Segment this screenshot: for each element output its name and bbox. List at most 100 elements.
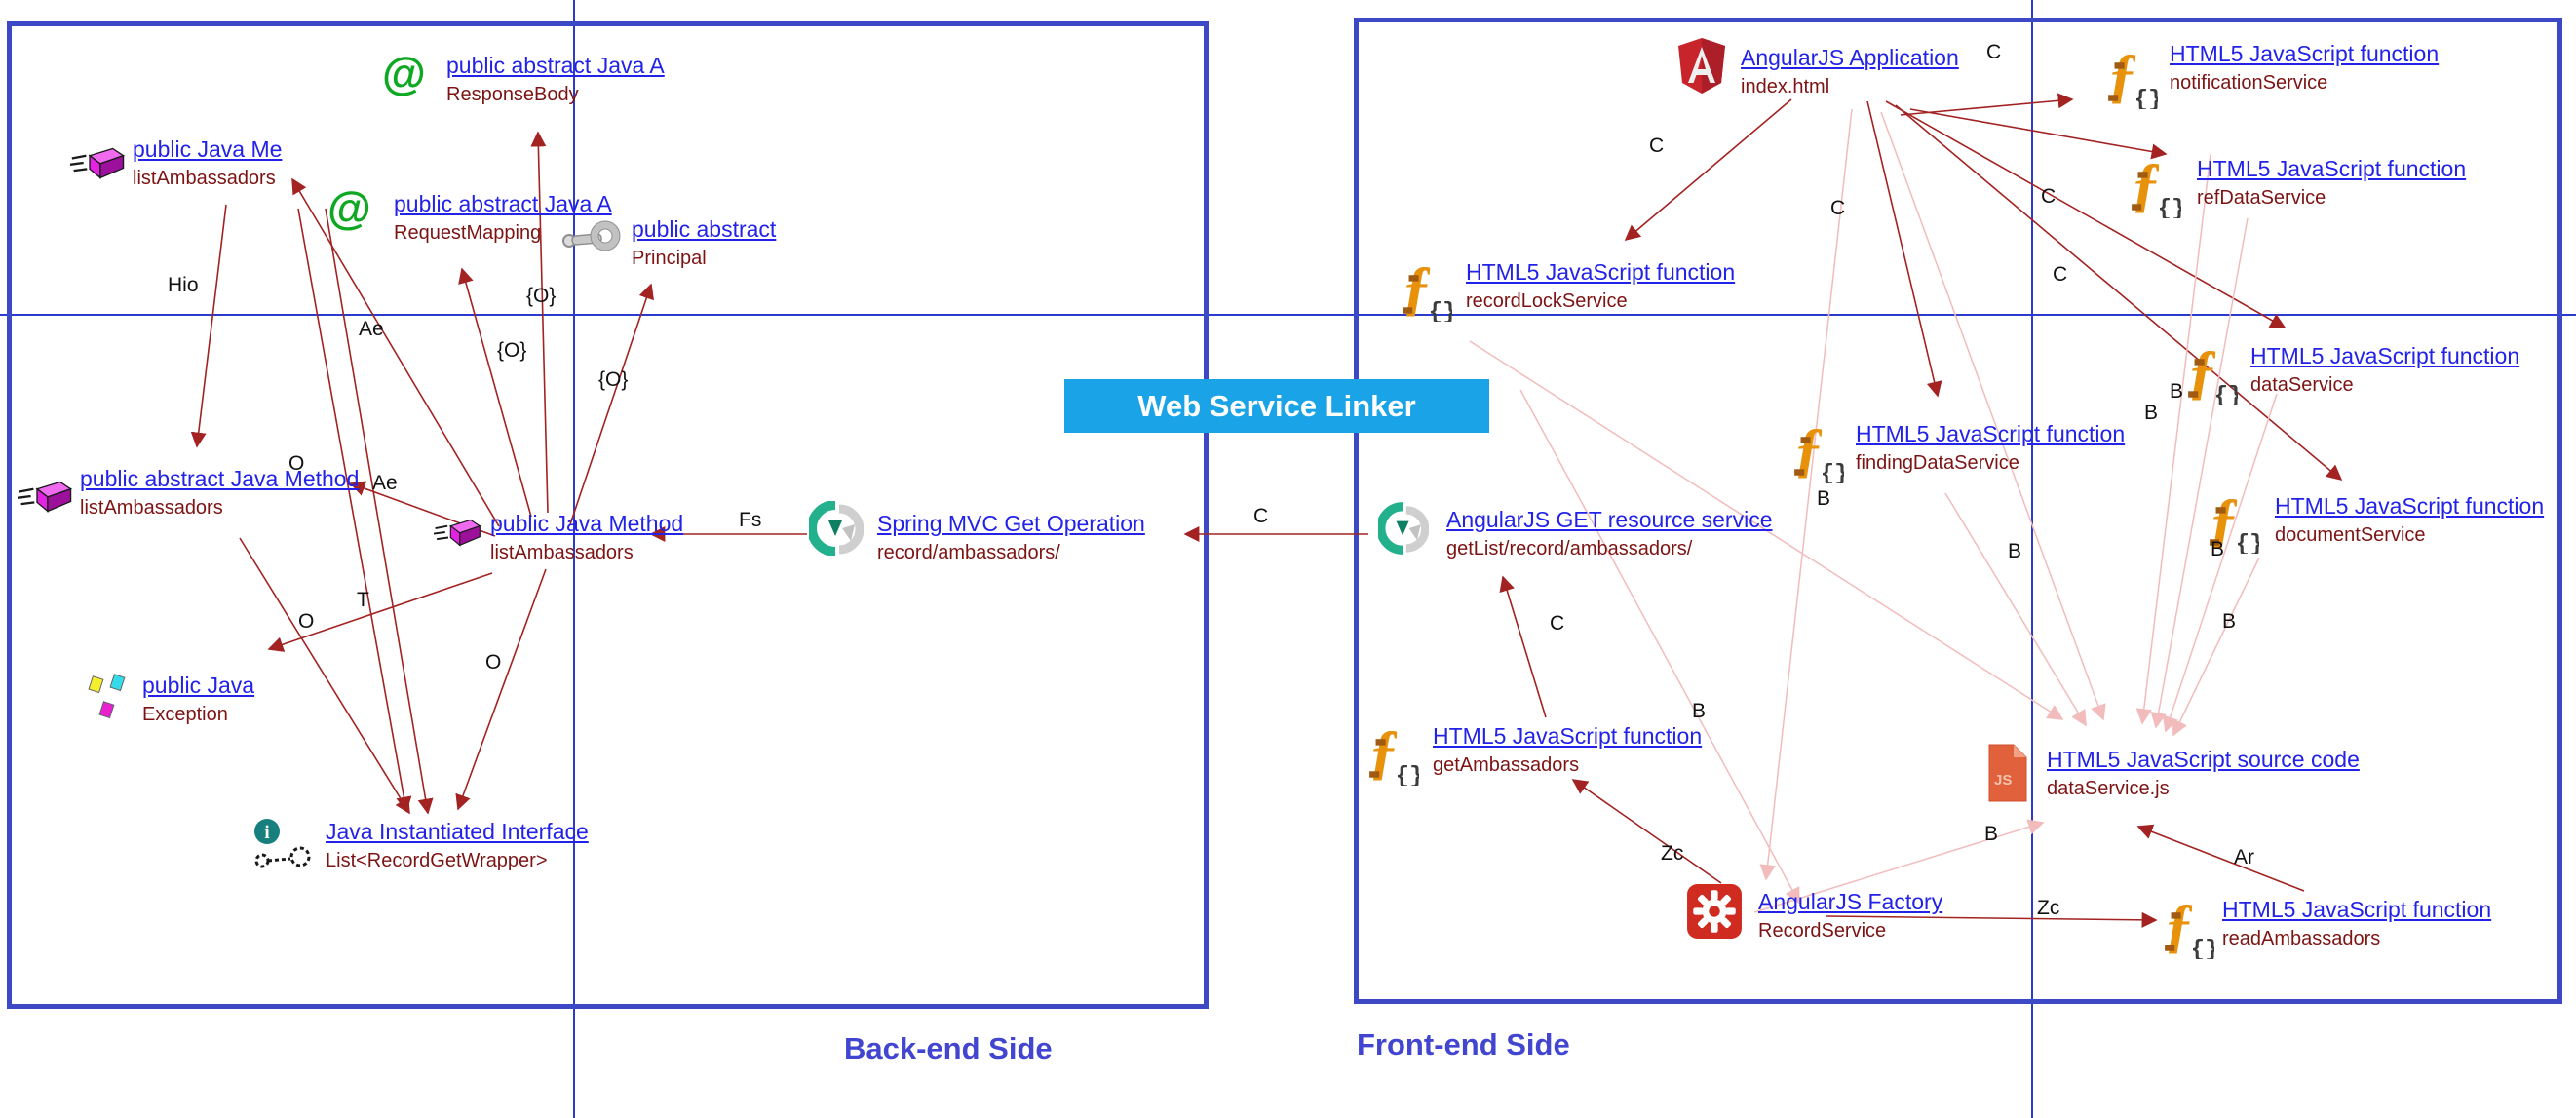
- js-function-icon: [2185, 339, 2238, 405]
- node-notification-service[interactable]: HTML5 JavaScript function notificationSe…: [2170, 41, 2439, 95]
- get-operation-icon: [1378, 501, 1429, 556]
- annotation-icon: @: [382, 48, 426, 98]
- key-icon: [559, 218, 622, 257]
- edge-label: Zc: [1661, 842, 1684, 865]
- node-title-link[interactable]: HTML5 JavaScript source code: [2047, 747, 2360, 772]
- get-operation-icon: [809, 501, 864, 556]
- node-subtitle: Exception: [142, 704, 228, 725]
- js-function-icon: [2129, 152, 2181, 218]
- interface-key-icon: [248, 817, 322, 871]
- node-title-link[interactable]: HTML5 JavaScript function: [1466, 259, 1736, 285]
- node-angularjs-get-resource-service[interactable]: AngularJS GET resource service getList/r…: [1446, 507, 1773, 560]
- node-title-link[interactable]: Java Instantiated Interface: [326, 819, 589, 844]
- java-method-icon: [70, 140, 129, 185]
- node-subtitle: index.html: [1741, 76, 1830, 97]
- edge-label: O: [485, 651, 502, 674]
- node-title-link[interactable]: public abstract Java Method: [80, 466, 360, 491]
- horizontal-guide-line: [0, 314, 2576, 316]
- angular-factory-icon: [1686, 883, 1743, 940]
- edge-label: B: [1817, 487, 1831, 510]
- node-title-link[interactable]: HTML5 JavaScript function: [1433, 723, 1703, 749]
- node-title-link[interactable]: public abstract: [632, 216, 777, 242]
- edge-label: B: [2170, 380, 2184, 403]
- node-title-link[interactable]: public abstract Java A: [394, 191, 612, 216]
- back-end-caption: Back-end Side: [844, 1031, 1053, 1065]
- node-title-link[interactable]: HTML5 JavaScript function: [2197, 156, 2467, 181]
- angular-shield-icon: [1676, 37, 1727, 96]
- front-end-caption: Front-end Side: [1357, 1027, 1570, 1061]
- back-end-panel: [7, 21, 1209, 1009]
- node-data-service[interactable]: HTML5 JavaScript function dataService: [2250, 343, 2519, 397]
- java-method-icon: [18, 474, 76, 519]
- node-subtitle: refDataService: [2197, 187, 2326, 209]
- node-angularjs-factory[interactable]: AngularJS Factory RecordService: [1758, 889, 1942, 943]
- node-title-link[interactable]: AngularJS Factory: [1758, 889, 1943, 914]
- node-title-link[interactable]: Spring MVC Get Operation: [877, 511, 1145, 536]
- node-angularjs-application[interactable]: AngularJS Application index.html: [1741, 45, 1959, 98]
- edge-label: B: [2008, 540, 2022, 562]
- node-title-link[interactable]: public Java Me: [133, 136, 283, 162]
- node-public-java-method-center[interactable]: public Java Method listAmbassadors: [490, 511, 683, 564]
- node-subtitle: notificationService: [2170, 72, 2328, 94]
- node-document-service[interactable]: HTML5 JavaScript function documentServic…: [2275, 493, 2544, 547]
- node-findingdata-service[interactable]: HTML5 JavaScript function findingDataSer…: [1856, 421, 2125, 475]
- edge-label: B: [2144, 402, 2159, 424]
- front-end-panel: [1354, 18, 2562, 1004]
- node-refdata-service[interactable]: HTML5 JavaScript function refDataService: [2197, 156, 2466, 210]
- node-recordlock-service[interactable]: HTML5 JavaScript function recordLockServ…: [1466, 259, 1735, 313]
- node-readambassadors-function[interactable]: HTML5 JavaScript function readAmbassador…: [2222, 897, 2491, 950]
- node-subtitle: documentService: [2275, 524, 2426, 546]
- edge-label: Hio: [168, 274, 199, 296]
- node-title-link[interactable]: HTML5 JavaScript function: [1856, 421, 2126, 446]
- node-subtitle: findingDataService: [1856, 452, 2019, 474]
- node-title-link[interactable]: public abstract Java A: [446, 53, 665, 78]
- node-getambassadors-function[interactable]: HTML5 JavaScript function getAmbassadors: [1433, 723, 1702, 777]
- node-title-link[interactable]: HTML5 JavaScript function: [2222, 897, 2492, 922]
- edge-label: {O}: [497, 339, 527, 362]
- java-method-icon: [434, 513, 484, 552]
- node-subtitle: readAmbassadors: [2222, 928, 2381, 949]
- node-title-link[interactable]: AngularJS Application: [1741, 45, 1959, 70]
- vertical-guide-line-left: [573, 0, 575, 1118]
- edge-label: C: [1253, 505, 1269, 527]
- node-dataservice-js-source[interactable]: HTML5 JavaScript source code dataService…: [2047, 747, 2360, 800]
- node-principal[interactable]: public abstract Principal: [632, 216, 776, 270]
- node-subtitle: dataService.js: [2047, 778, 2170, 799]
- edge-label: T: [357, 589, 369, 611]
- edge-label: C: [1986, 41, 2002, 63]
- edge-label: C: [2053, 263, 2068, 286]
- edge-label: B: [1984, 823, 1999, 845]
- node-title-link[interactable]: public Java: [142, 673, 255, 698]
- edge-label: Ae: [359, 318, 384, 340]
- js-source-icon: [1986, 743, 2029, 803]
- edge-label: O: [298, 610, 315, 633]
- node-responsebody-annotation[interactable]: @ public abstract Java A ResponseBody: [382, 51, 665, 106]
- edge-label: C: [2041, 185, 2057, 208]
- node-subtitle: List<RecordGetWrapper>: [326, 850, 548, 871]
- node-title-link[interactable]: HTML5 JavaScript function: [2170, 41, 2440, 66]
- node-public-abstract-java-method[interactable]: public abstract Java Method listAmbassad…: [80, 466, 359, 520]
- node-public-java-exception[interactable]: public Java Exception: [142, 673, 254, 726]
- node-subtitle: recordLockService: [1466, 290, 1628, 312]
- node-java-instantiated-interface[interactable]: Java Instantiated Interface List<RecordG…: [326, 819, 589, 872]
- node-subtitle: RecordService: [1758, 920, 1887, 942]
- edge-label: {O}: [526, 285, 557, 307]
- node-title-link[interactable]: HTML5 JavaScript function: [2275, 493, 2545, 519]
- edge-label: C: [1550, 612, 1565, 635]
- node-title-link[interactable]: public Java Method: [490, 511, 684, 536]
- annotation-icon: @: [327, 182, 371, 233]
- node-spring-mvc-get-operation[interactable]: Spring MVC Get Operation record/ambassad…: [877, 511, 1145, 564]
- node-title-link[interactable]: HTML5 JavaScript function: [2250, 343, 2520, 368]
- node-subtitle: getAmbassadors: [1433, 754, 1580, 776]
- edge-label: B: [2222, 610, 2237, 633]
- edge-label: O: [288, 452, 305, 475]
- edge-label: C: [1830, 197, 1846, 219]
- node-subtitle: dataService: [2250, 374, 2354, 396]
- edge-label: B: [1692, 700, 1707, 722]
- edge-label: {O}: [598, 368, 629, 391]
- node-public-java-method-top[interactable]: public Java Me listAmbassadors: [133, 136, 282, 190]
- node-subtitle: listAmbassadors: [133, 168, 276, 189]
- node-subtitle: listAmbassadors: [490, 542, 634, 563]
- node-title-link[interactable]: AngularJS GET resource service: [1446, 507, 1773, 532]
- edge-label: Ae: [372, 472, 398, 494]
